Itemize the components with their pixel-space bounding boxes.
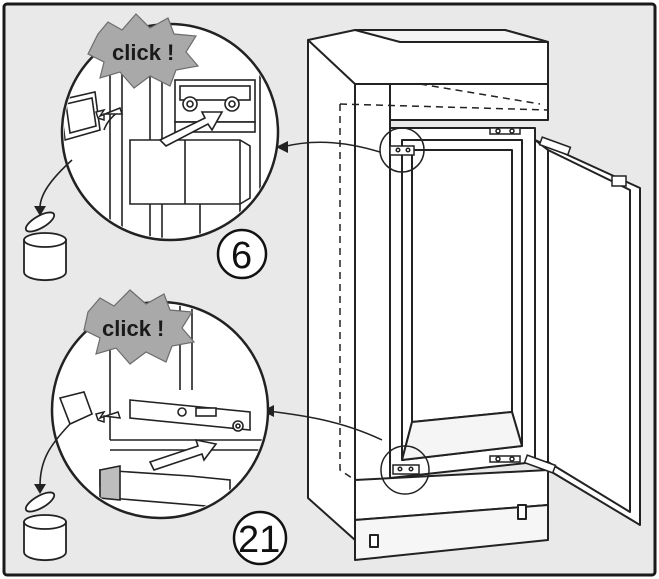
hinge-callout-top bbox=[379, 127, 425, 173]
click-label-bottom: click ! bbox=[102, 316, 164, 341]
waste-bin-top bbox=[23, 211, 67, 282]
click-burst-bottom: click ! bbox=[83, 289, 196, 365]
step-label-top: 6 bbox=[231, 235, 252, 277]
click-burst-top: click ! bbox=[87, 13, 200, 89]
drop-arrow-bottom bbox=[39, 423, 71, 487]
fridge-door bbox=[534, 139, 641, 526]
hinge-callout-bottom bbox=[380, 445, 430, 495]
leader-arrows bbox=[267, 141, 383, 441]
step-number-bottom: 21 bbox=[232, 510, 288, 566]
step-label-bottom: 21 bbox=[238, 519, 280, 561]
arrowhead-top bbox=[276, 141, 288, 153]
hinge-marks bbox=[489, 127, 627, 474]
click-label-top: click ! bbox=[112, 40, 174, 65]
waste-bin-bottom bbox=[23, 491, 67, 562]
cap-arrow-top bbox=[95, 107, 124, 122]
cabinet-illustration bbox=[307, 29, 549, 561]
step-number-top: 6 bbox=[216, 228, 268, 280]
hidden-edges bbox=[339, 83, 549, 481]
detail-circle-bottom bbox=[50, 300, 270, 520]
drop-arrowhead-bottom bbox=[34, 484, 46, 494]
drop-arrowhead-top bbox=[34, 206, 46, 216]
cap-arrow-bottom bbox=[95, 410, 122, 424]
fridge-body bbox=[389, 127, 536, 479]
drop-arrow-top bbox=[39, 159, 73, 209]
